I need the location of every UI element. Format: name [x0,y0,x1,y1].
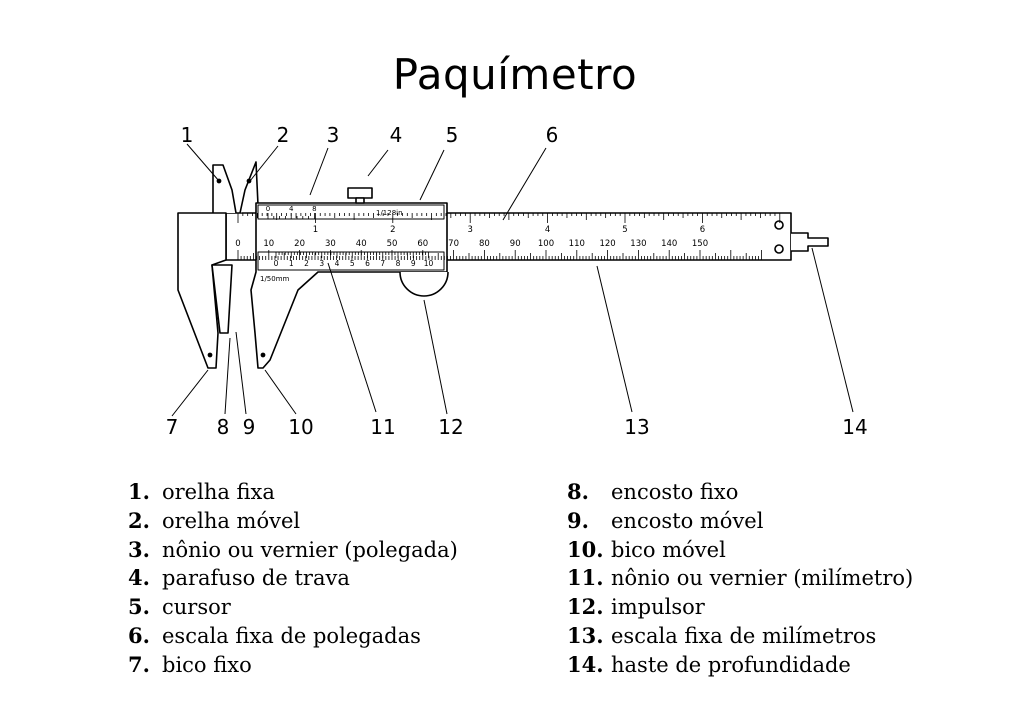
mm-label: 50 [387,239,398,249]
movable-ear [239,161,259,214]
legend-item: 10.bico móvel [567,536,726,562]
mm-vernier-label: 2 [304,259,309,268]
callout-leader [419,149,445,201]
inch-label: 5 [622,225,627,235]
mm-vernier-label: 5 [350,259,355,268]
mm-vernier-label: 7 [380,259,385,268]
legend-right: 8.encosto fixo 9.encosto móvel 10.bico m… [567,478,913,680]
callout-number: 11 [370,415,395,439]
mm-label: 80 [479,239,490,249]
callout-number: 14 [842,415,867,439]
callout-number: 1 [181,123,194,147]
callout-leader [171,369,209,417]
legend-item: 3.nônio ou vernier (polegada) [128,536,458,562]
mm-label: 20 [294,239,305,249]
callout-leader [249,145,279,182]
callout-leader [309,147,329,196]
callout-leader [811,247,854,413]
callout-number: 10 [288,415,313,439]
fixed-contact [211,264,233,334]
legend-item: 6.escala fixa de polegadas [128,622,421,648]
callout-leader [186,143,220,182]
mm-vernier-label: 4 [335,259,340,268]
legend-item: 1.orelha fixa [128,479,275,504]
callout-leader [596,265,633,413]
fixed-ear [212,164,237,214]
mm-label: 120 [599,239,615,249]
cursor [250,202,448,369]
inch-vernier-unit: 1/128in [376,209,403,217]
lock-screw [347,187,373,199]
inch-label: 2 [390,225,395,235]
inch-vernier-label: 0 [266,205,270,213]
mm-vernier-label: 9 [411,259,416,268]
depth-rod [791,232,829,252]
mm-vernier-label: 6 [365,259,370,268]
thumb-wheel [399,271,449,297]
mm-vernier-label: 10 [424,259,434,268]
inch-vernier-label: 8 [312,205,316,213]
callout-leader [423,299,448,415]
callout-number: 4 [390,123,403,147]
legend-item: 13.escala fixa de milímetros [567,622,877,648]
legend-left: 1.orelha fixa 2.orelha móvel 3.nônio ou … [128,478,458,680]
mm-label: 100 [538,239,554,249]
callout-number: 3 [327,123,340,147]
mm-label: 130 [630,239,646,249]
mm-label: 90 [510,239,521,249]
mm-label: 110 [569,239,585,249]
mm-label: 140 [661,239,677,249]
mm-vernier-unit: 1/50mm [260,275,290,283]
callout-number: 12 [438,415,463,439]
mm-label: 60 [417,239,428,249]
callout-leader [235,331,247,415]
legend-item: 7.bico fixo [128,651,252,677]
mm-vernier-label: 8 [396,259,401,268]
mm-vernier-label: 1 [289,259,294,268]
callout-leader [224,337,231,415]
mm-vernier-label: 3 [319,259,324,268]
page-title: Paquímetro [392,50,638,99]
legend-item: 11.nônio ou vernier (milímetro) [567,565,914,591]
callout-leader [264,369,297,415]
mm-label: 30 [325,239,336,249]
mm-vernier-label: 0 [274,259,279,268]
callout-number: 6 [546,123,559,147]
inch-label: 3 [467,225,472,235]
callout-number: 5 [446,123,459,147]
inch-label: 1 [313,225,318,235]
mm-label: 40 [356,239,367,249]
fixed-jaw [177,212,227,369]
callout-leader [502,147,547,221]
legend-item: 14.haste de profundidade [567,651,851,677]
legend-item: 8.encosto fixo [567,479,739,504]
inch-label: 4 [545,225,550,235]
callout-number: 9 [243,415,256,439]
inch-vernier-label: 4 [289,205,294,213]
inch-label: 6 [700,225,705,235]
mm-label: 70 [448,239,459,249]
callout-number: 7 [166,415,179,439]
callout-number: 13 [624,415,649,439]
legend-item: 12.impulsor [567,594,705,620]
callout-number: 8 [217,415,230,439]
mm-label: 150 [692,239,708,249]
callout-leader [327,262,377,413]
mm-label: 10 [263,239,274,249]
callout-number: 2 [277,123,290,147]
legend-item: 5.cursor [128,594,231,620]
legend-item: 2.orelha móvel [128,507,301,533]
callout-leader [367,149,389,177]
legend-item: 4.parafuso de trava [128,565,350,591]
legend-item: 9.encosto móvel [567,507,764,533]
mm-label: 0 [235,239,240,249]
